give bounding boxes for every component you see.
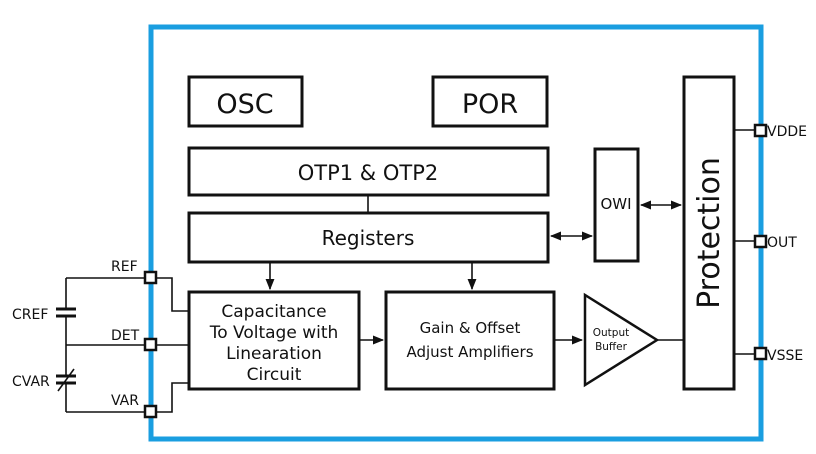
buffer-line-1: Output xyxy=(593,327,629,339)
protection-block: Protection xyxy=(682,75,736,391)
ref-pin-label: REF xyxy=(111,259,138,275)
vdde-pin-label: VDDE xyxy=(767,124,807,140)
ref-pin xyxy=(143,270,158,285)
vdde-pin xyxy=(753,123,768,138)
cref-label: CREF xyxy=(12,307,48,323)
vsse-pin xyxy=(753,346,768,361)
vsse-pin-label: VSSE xyxy=(767,348,803,364)
owi-block: OWI xyxy=(593,147,640,263)
amp-line-2: Adjust Amplifiers xyxy=(406,343,533,361)
otp-block: OTP1 & OTP2 xyxy=(187,146,550,197)
amp-line-1: Gain & Offset xyxy=(420,319,521,337)
osc-block: OSC xyxy=(187,75,304,128)
det-pin-label: DET xyxy=(111,328,140,344)
cvar-capacitor xyxy=(56,345,76,412)
osc-label: OSC xyxy=(216,89,273,120)
cap-to-voltage-block: Capacitance To Voltage with Linearation … xyxy=(187,290,361,391)
protection-label: Protection xyxy=(692,157,727,309)
cvc-line-3: Linearation xyxy=(226,344,322,364)
out-pin-label: OUT xyxy=(767,235,797,251)
output-buffer: Output Buffer xyxy=(583,292,660,388)
registers-label: Registers xyxy=(322,226,415,250)
owi-label: OWI xyxy=(600,195,631,213)
out-pin xyxy=(753,234,768,249)
cvc-line-1: Capacitance xyxy=(221,302,326,322)
cvar-label: CVAR xyxy=(12,374,50,390)
ref-wire-internal xyxy=(157,277,189,312)
chip-boundary xyxy=(148,24,764,442)
var-wire-internal xyxy=(157,382,189,413)
cvc-line-4: Circuit xyxy=(247,365,302,385)
det-pin xyxy=(143,337,158,352)
cvc-line-2: To Voltage with xyxy=(209,323,339,343)
gain-offset-block: Gain & Offset Adjust Amplifiers xyxy=(384,290,556,391)
var-pin xyxy=(143,404,158,419)
otp-label: OTP1 & OTP2 xyxy=(298,161,439,185)
por-label: POR xyxy=(462,89,518,120)
var-pin-label: VAR xyxy=(111,393,139,409)
cref-capacitor xyxy=(56,278,76,345)
por-block: POR xyxy=(431,75,549,128)
buffer-line-2: Buffer xyxy=(595,341,628,353)
registers-block: Registers xyxy=(187,211,550,264)
